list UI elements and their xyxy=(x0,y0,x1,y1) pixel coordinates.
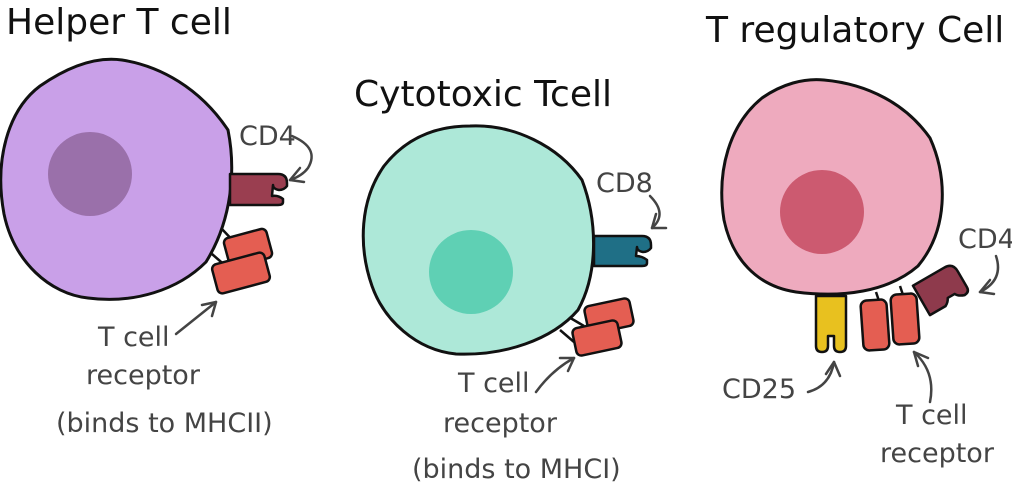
cytotoxic-cd8-arrow xyxy=(648,194,661,230)
helper-tcr-arrowhead xyxy=(200,300,218,318)
t-regulatory-cell-title: T regulatory Cell xyxy=(705,10,1004,51)
treg-cd4-label: CD4 xyxy=(958,224,1012,255)
helper-cd4-arrowhead xyxy=(288,166,306,184)
cytotoxic-cd8-label: CD8 xyxy=(596,168,653,199)
helper-tcr-arrow xyxy=(174,300,218,336)
cytotoxic-t-cell-group: Cytotoxic Tcell CD8 T cell receptor (bin… xyxy=(354,74,668,485)
t-regulatory-cell-nucleus xyxy=(780,170,864,254)
treg-cd4-arrow xyxy=(978,254,1000,294)
treg-tcr-chain-2 xyxy=(889,292,921,346)
helper-t-cell-nucleus xyxy=(48,132,132,216)
treg-tcr-arrowhead xyxy=(912,350,930,368)
cytotoxic-tcr-chain-2 xyxy=(571,319,623,357)
treg-tcr-arrow xyxy=(912,350,933,404)
cytotoxic-tcr-arrowhead xyxy=(558,356,576,373)
treg-cd25-arrowhead xyxy=(824,360,842,378)
cytotoxic-tcr-stem-2 xyxy=(559,329,575,343)
helper-tcr-chain-2 xyxy=(210,251,272,295)
helper-t-cell-group: Helper T cell CD4 T cell receptor (binds… xyxy=(0,2,313,439)
helper-tcr-label-line1: T cell xyxy=(97,322,170,353)
treg-cd25-arrow xyxy=(806,360,836,394)
helper-cd4-receptor xyxy=(228,172,289,207)
cytotoxic-tcr-label-line2: receptor xyxy=(443,408,558,439)
helper-cd4-arrow xyxy=(288,134,313,182)
treg-tcr-chain-1 xyxy=(859,298,891,352)
cytotoxic-tcr-label-line3: (binds to MHCI) xyxy=(412,454,621,485)
helper-tcr-label-line2: receptor xyxy=(86,360,201,391)
helper-t-cell-title: Helper T cell xyxy=(6,2,232,43)
treg-cd25-label: CD25 xyxy=(722,374,796,405)
treg-tcr-label-line2: receptor xyxy=(880,438,995,469)
treg-cd25-receptor xyxy=(814,294,848,354)
helper-cd4-label: CD4 xyxy=(239,121,296,152)
cytotoxic-tcr-label-line1: T cell xyxy=(457,368,530,399)
treg-cd4-arrowhead xyxy=(978,278,996,296)
cytotoxic-tcr-arrow xyxy=(534,356,576,394)
helper-tcr-label-line3: (binds to MHCII) xyxy=(56,408,273,439)
cytotoxic-t-cell-title: Cytotoxic Tcell xyxy=(354,74,612,115)
treg-cd4-receptor xyxy=(911,264,970,317)
cytotoxic-t-cell-nucleus xyxy=(429,230,513,314)
cytotoxic-cd8-arrowhead xyxy=(650,212,668,230)
t-regulatory-cell-group: T regulatory Cell CD4 CD25 T cell recept… xyxy=(705,10,1012,469)
cytotoxic-cd8-receptor xyxy=(592,234,653,268)
treg-tcr-label-line1: T cell xyxy=(895,400,968,431)
